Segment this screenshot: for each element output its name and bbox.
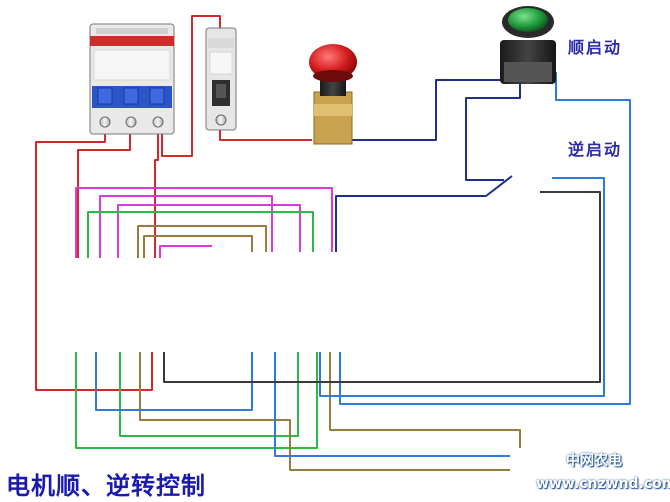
wire-magenta-2 xyxy=(99,195,273,258)
wire-magenta-1 xyxy=(75,187,333,258)
wire-green-3 xyxy=(119,352,299,437)
wire-red-L2 xyxy=(77,128,131,258)
breaker-3p xyxy=(89,23,175,135)
wire-red-control xyxy=(161,15,221,157)
wire-blue-4 xyxy=(319,177,605,397)
watermark-url: www.cnzwnd.com xyxy=(536,476,670,492)
wires xyxy=(35,15,631,471)
wire-red-stop xyxy=(219,128,312,141)
wire-olive-2 xyxy=(143,235,253,258)
forward-start-label: 顺启动 xyxy=(568,38,623,57)
diagram-title: 电机顺、逆转控制 xyxy=(6,472,206,500)
stop-button xyxy=(309,44,357,145)
wire-navy-rev-out xyxy=(335,175,513,252)
wire-magenta-3 xyxy=(117,204,301,258)
wire-green-2 xyxy=(75,352,318,449)
watermark-site-name: 中网农电 xyxy=(566,453,622,469)
wire-blue-3 xyxy=(339,72,631,405)
wire-olive-4 xyxy=(329,352,521,448)
wire-navy-stop-out xyxy=(352,79,504,141)
reverse-start-label: 逆启动 xyxy=(568,140,623,159)
wire-red-L3 xyxy=(154,128,159,258)
wire-red-L1 xyxy=(35,128,153,391)
breaker-1p xyxy=(205,27,237,131)
wire-green-1 xyxy=(87,211,314,258)
wire-blue-2 xyxy=(274,352,510,457)
wire-olive-1 xyxy=(137,225,267,258)
wire-magenta-4 xyxy=(159,245,212,258)
wire-dark-return xyxy=(163,191,601,383)
wire-olive-3 xyxy=(139,352,510,471)
wire-navy-fwd-rev xyxy=(465,84,521,181)
forward-start-button xyxy=(500,6,556,84)
